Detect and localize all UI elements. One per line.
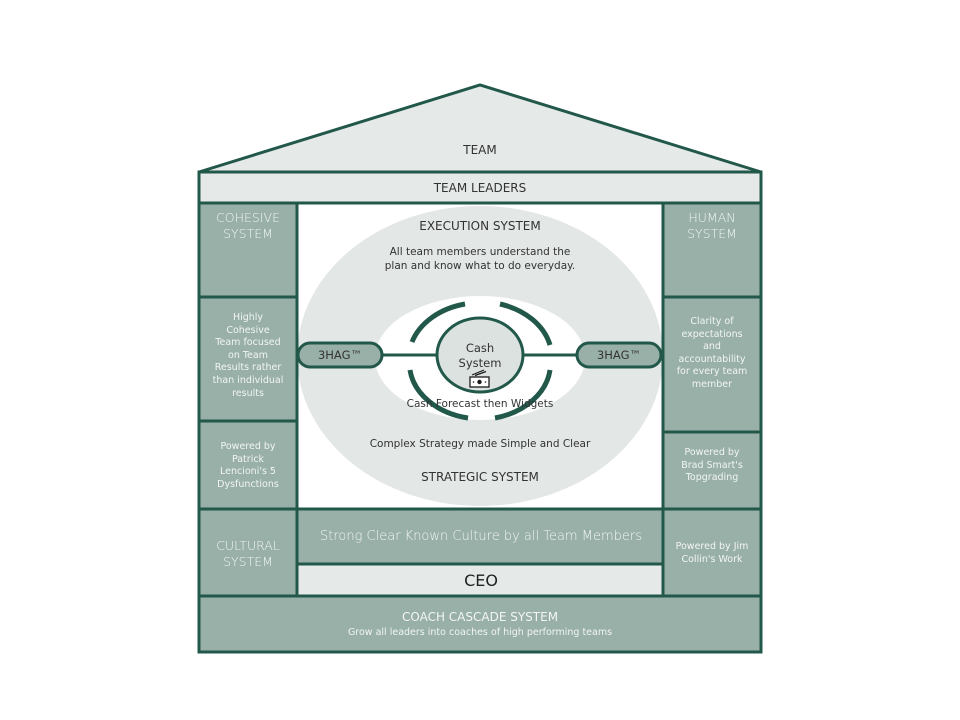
collins-powered-by: Powered by Jim Collin's Work [664, 541, 760, 566]
coach-cascade-panel [197, 594, 763, 654]
text-line: accountability [678, 353, 746, 365]
execution-description: All team members understand the plan and… [340, 245, 620, 273]
text-line: Team focused [215, 337, 281, 349]
cohesive-system-title: COHESIVE SYSTEM [200, 210, 296, 242]
human-desc-panel [661, 295, 763, 434]
text-line: Highly [232, 312, 264, 323]
text-line: Powered by Jim [675, 541, 749, 552]
3hag-left-label: 3HAG™ [317, 348, 363, 362]
culture-statement-panel [295, 507, 665, 566]
text-line: member [691, 378, 733, 390]
text-line: Cohesive [226, 324, 270, 336]
3hag-pill-left [296, 341, 384, 369]
arc-bottom-left [407, 369, 469, 421]
cash-system-circle [435, 316, 525, 394]
human-description: Clarity of expectations and accountabili… [664, 316, 760, 392]
text-line: and [703, 341, 721, 353]
cultural-system-title: CULTURAL SYSTEM [200, 538, 296, 570]
arc-top-left [409, 301, 466, 344]
title-line: HUMAN [688, 210, 736, 225]
text-line: on Team [228, 349, 268, 361]
title-line: SYSTEM [223, 226, 273, 241]
text-line: Powered by [684, 447, 740, 458]
text-line: Results rather [214, 362, 282, 374]
text-line: System [458, 356, 502, 370]
text-line: Collin's Work [681, 553, 743, 565]
text-line: Topgrading [685, 472, 739, 484]
coach-cascade-title: COACH CASCADE SYSTEM [401, 610, 559, 624]
arc-bottom-right [494, 369, 553, 421]
text-line: for every team [676, 366, 748, 378]
cohesive-powered-by: Powered by Patrick Lencioni's 5 Dysfunct… [200, 441, 296, 491]
money-icon [469, 369, 490, 388]
title-line: SYSTEM [223, 554, 273, 569]
text-line: Brad Smart's [681, 459, 743, 471]
title-line: COHESIVE [216, 210, 280, 225]
text-line: results [232, 387, 264, 399]
roof [198, 83, 762, 174]
text-line: Cash [465, 341, 495, 355]
team-leaders-label: TEAM LEADERS [433, 181, 527, 195]
cohesive-powered-panel [197, 419, 299, 511]
cultural-title-panel [197, 507, 299, 598]
team-leaders-bar [197, 170, 763, 205]
culture-statement: Strong Clear Known Culture by all Team M… [320, 529, 642, 544]
text-line: Powered by [220, 441, 276, 452]
arc-top-right [499, 301, 553, 346]
cohesive-desc-panel [197, 295, 299, 423]
strategic-description: Complex Strategy made Simple and Clear [369, 438, 591, 450]
text-line: Lencioni's 5 [220, 466, 276, 478]
cash-system-label: Cash System [440, 341, 520, 371]
text-line: plan and know what to do everyday. [384, 260, 576, 272]
ceo-label: CEO [464, 571, 498, 590]
text-line: Patrick [231, 453, 265, 465]
coach-cascade-subtitle: Grow all leaders into coaches of high pe… [347, 627, 613, 638]
human-system-title: HUMAN SYSTEM [664, 210, 760, 242]
human-powered-panel [661, 430, 763, 511]
text-line: expectations [681, 328, 743, 340]
title-line: CULTURAL [216, 538, 280, 553]
3hag-right-label: 3HAG™ [596, 348, 642, 362]
text-line: Clarity of [690, 316, 734, 327]
cash-forecast-label: Cash Forecast then Widgets [406, 398, 554, 410]
roof-label: TEAM [463, 143, 497, 157]
human-powered-by: Powered by Brad Smart's Topgrading [664, 447, 760, 485]
human-title-panel [661, 201, 763, 299]
text-line: Dysfunctions [217, 478, 279, 490]
strategic-system-title: STRATEGIC SYSTEM [421, 470, 539, 484]
title-line: SYSTEM [687, 226, 737, 241]
execution-system-title: EXECUTION SYSTEM [419, 219, 541, 233]
text-line: than individual [212, 374, 284, 386]
collins-panel [661, 507, 763, 598]
cohesive-description: Highly Cohesive Team focused on Team Res… [200, 312, 296, 400]
text-line: All team members understand the [389, 246, 571, 258]
3hag-pill-right [575, 341, 663, 369]
